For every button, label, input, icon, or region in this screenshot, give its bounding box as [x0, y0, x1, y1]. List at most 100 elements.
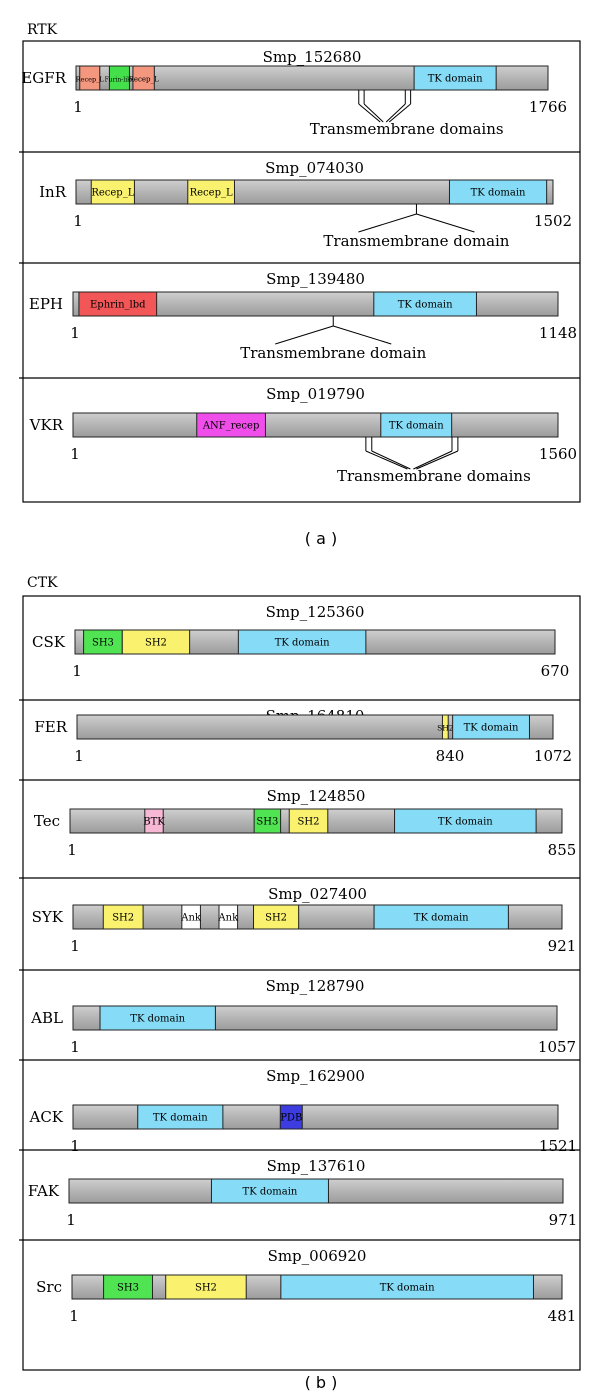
tm-connector: [416, 213, 475, 233]
domain-block: [103, 1274, 153, 1300]
gene-id: Smp_139480: [266, 270, 365, 288]
protein-name: VKR: [29, 416, 64, 434]
domain-label: Furin-like: [105, 77, 135, 84]
domain-block: [448, 179, 548, 205]
domain-label: TK domain: [464, 723, 519, 734]
panel-caption-a: ( a ): [305, 529, 337, 548]
end-position: 971: [549, 1211, 578, 1229]
gene-id: Smp_152680: [263, 48, 362, 66]
domain-label: SH2: [195, 1283, 217, 1294]
start-position: 1: [73, 212, 83, 230]
domain-block: [218, 904, 239, 930]
start-position: 1: [70, 1038, 80, 1056]
domain-block: [288, 808, 329, 834]
end-position: 921: [548, 937, 577, 955]
domain-block: [253, 808, 282, 834]
gene-id: Smp_137610: [267, 1157, 366, 1175]
start-position: 1: [70, 324, 80, 342]
gene-id: Smp_074030: [265, 159, 364, 177]
protein-name: FAK: [28, 1182, 60, 1200]
tm-label: Transmembrane domain: [323, 232, 509, 250]
tm-connector: [365, 450, 408, 470]
domain-label: TK domain: [398, 300, 453, 311]
domain-block: [144, 808, 164, 834]
domain-label: Recep_L: [76, 76, 105, 84]
domain-block: [79, 65, 101, 91]
domain-block: [380, 412, 453, 438]
end-position: 670: [541, 662, 570, 680]
domain-label: TK domain: [130, 1014, 185, 1025]
tm-connector: [363, 103, 384, 123]
domain-block: [280, 1274, 534, 1300]
domain-label: SH2: [145, 638, 167, 649]
protein-name: Tec: [34, 812, 60, 830]
tm-connector: [416, 450, 459, 470]
domain-label: Recep_L: [190, 188, 233, 199]
gene-id: Smp_027400: [268, 885, 367, 903]
domain-label: PDB: [280, 1113, 302, 1124]
domain-block: [373, 904, 509, 930]
tm-label: Transmembrane domains: [337, 467, 531, 485]
domain-label: SH2: [265, 913, 287, 924]
panel-label-a: RTK: [27, 22, 58, 38]
position-label: 840: [436, 747, 465, 765]
end-position: 1560: [539, 445, 577, 463]
end-position: 1502: [534, 212, 572, 230]
end-position: 1521: [539, 1137, 577, 1155]
start-position: 1: [70, 937, 80, 955]
protein-name: EGFR: [21, 69, 66, 87]
domain-block: [441, 714, 449, 740]
domain-block: [253, 904, 300, 930]
domain-block: [279, 1104, 303, 1130]
protein-name: ABL: [30, 1009, 63, 1027]
tm-connector: [371, 450, 411, 470]
domain-label: SH3: [117, 1283, 139, 1294]
end-position: 481: [548, 1307, 577, 1325]
domain-block: [196, 412, 266, 438]
domain-label: Ank: [180, 913, 202, 924]
tm-connector: [358, 213, 417, 233]
domain-label: SH2: [437, 724, 454, 733]
domain-block: [237, 629, 367, 655]
domain-block: [108, 65, 130, 91]
end-position: 855: [548, 841, 577, 859]
domain-label: TK domain: [389, 421, 444, 432]
protein-name: FER: [34, 718, 67, 736]
gene-id: Smp_006920: [268, 1247, 367, 1265]
start-position: 1: [72, 662, 82, 680]
domain-label: Ephrin_lbd: [90, 300, 146, 311]
domain-label: SH3: [92, 638, 114, 649]
gene-id: Smp_124850: [267, 787, 366, 805]
domain-block: [187, 179, 235, 205]
end-position: 1072: [534, 747, 572, 765]
end-position: 1057: [538, 1038, 576, 1056]
protein-name: EPH: [29, 295, 63, 313]
domain-label: BTK: [143, 817, 165, 828]
protein-name: InR: [39, 183, 67, 201]
domain-block: [373, 291, 477, 317]
gene-id: Smp_162900: [266, 1067, 365, 1085]
domain-label: TK domain: [414, 913, 469, 924]
gene-id: Smp_019790: [266, 385, 365, 403]
domain-label: TK domain: [380, 1283, 435, 1294]
domain-label: Recep_L: [91, 188, 134, 199]
domain-block: [137, 1104, 224, 1130]
protein-name: ACK: [28, 1108, 63, 1126]
start-position: 1: [70, 445, 80, 463]
domain-block: [121, 629, 191, 655]
domain-label: ANF_recep: [202, 421, 260, 432]
start-position: 1: [70, 1137, 80, 1155]
panel-caption-b: ( b ): [305, 1373, 338, 1392]
domain-block: [132, 65, 155, 91]
end-position: 1148: [539, 324, 577, 342]
domain-label: Ank: [217, 913, 239, 924]
tm-connector: [385, 103, 406, 123]
tm-label: Transmembrane domain: [240, 344, 426, 362]
domain-block: [210, 1178, 329, 1204]
protein-name: Src: [36, 1278, 62, 1296]
domain-label: SH2: [112, 913, 134, 924]
tm-connector: [333, 325, 392, 345]
domain-block: [181, 904, 201, 930]
domain-label: TK domain: [153, 1113, 208, 1124]
panel-box-a: [22, 40, 581, 503]
